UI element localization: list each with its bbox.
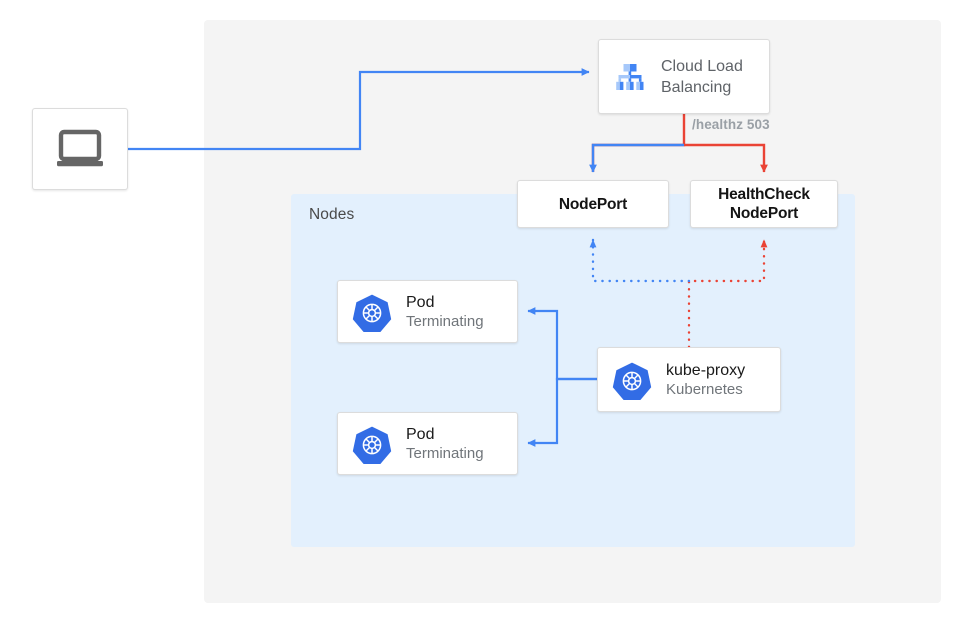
cloud-load-balancing-label: Cloud Load Balancing bbox=[661, 57, 743, 96]
edge-client-to-load-balancer bbox=[128, 68, 590, 151]
cloud-load-balancing-icon bbox=[610, 57, 650, 97]
laptop-icon bbox=[54, 128, 106, 170]
edge-load-balancer-to-nodeport bbox=[589, 143, 684, 173]
cloud-load-balancing-node[interactable]: Cloud Load Balancing bbox=[598, 39, 770, 114]
nodeport-node[interactable]: NodePort bbox=[517, 180, 669, 228]
pod-node-1[interactable]: Pod Terminating bbox=[337, 280, 518, 343]
edge-load-balancer-stem bbox=[591, 114, 686, 172]
pod-title-1: Pod bbox=[406, 293, 435, 311]
nodeport-label: NodePort bbox=[558, 195, 628, 213]
client-node[interactable] bbox=[32, 108, 128, 190]
kubernetes-icon bbox=[352, 424, 392, 464]
healthcheck-nodeport-node[interactable]: HealthCheck NodePort bbox=[690, 180, 838, 228]
pod-title-2: Pod bbox=[406, 425, 435, 443]
pod-status-1: Terminating bbox=[406, 312, 484, 330]
kube-proxy-subtitle: Kubernetes bbox=[666, 380, 743, 398]
edge-kubeproxy-to-pod-1 bbox=[527, 307, 597, 381]
edge-kubeproxy-to-nodeport bbox=[589, 238, 691, 283]
kubernetes-icon bbox=[352, 292, 392, 332]
kube-proxy-node[interactable]: kube-proxy Kubernetes bbox=[597, 347, 781, 412]
kubernetes-icon bbox=[612, 360, 652, 400]
pod-node-2[interactable]: Pod Terminating bbox=[337, 412, 518, 475]
kube-proxy-title: kube-proxy bbox=[666, 361, 746, 379]
pod-status-2: Terminating bbox=[406, 444, 484, 462]
healthcheck-nodeport-label: HealthCheck NodePort bbox=[718, 186, 810, 222]
nodes-group-label: Nodes bbox=[309, 206, 355, 223]
edge-kubeproxy-to-healthcheck-nodeport bbox=[687, 238, 768, 349]
edge-load-balancer-to-healthcheck-nodeport bbox=[684, 143, 768, 173]
edge-kubeproxy-to-pod-2 bbox=[527, 377, 597, 447]
healthz-status-label: /healthz 503 bbox=[692, 117, 770, 132]
